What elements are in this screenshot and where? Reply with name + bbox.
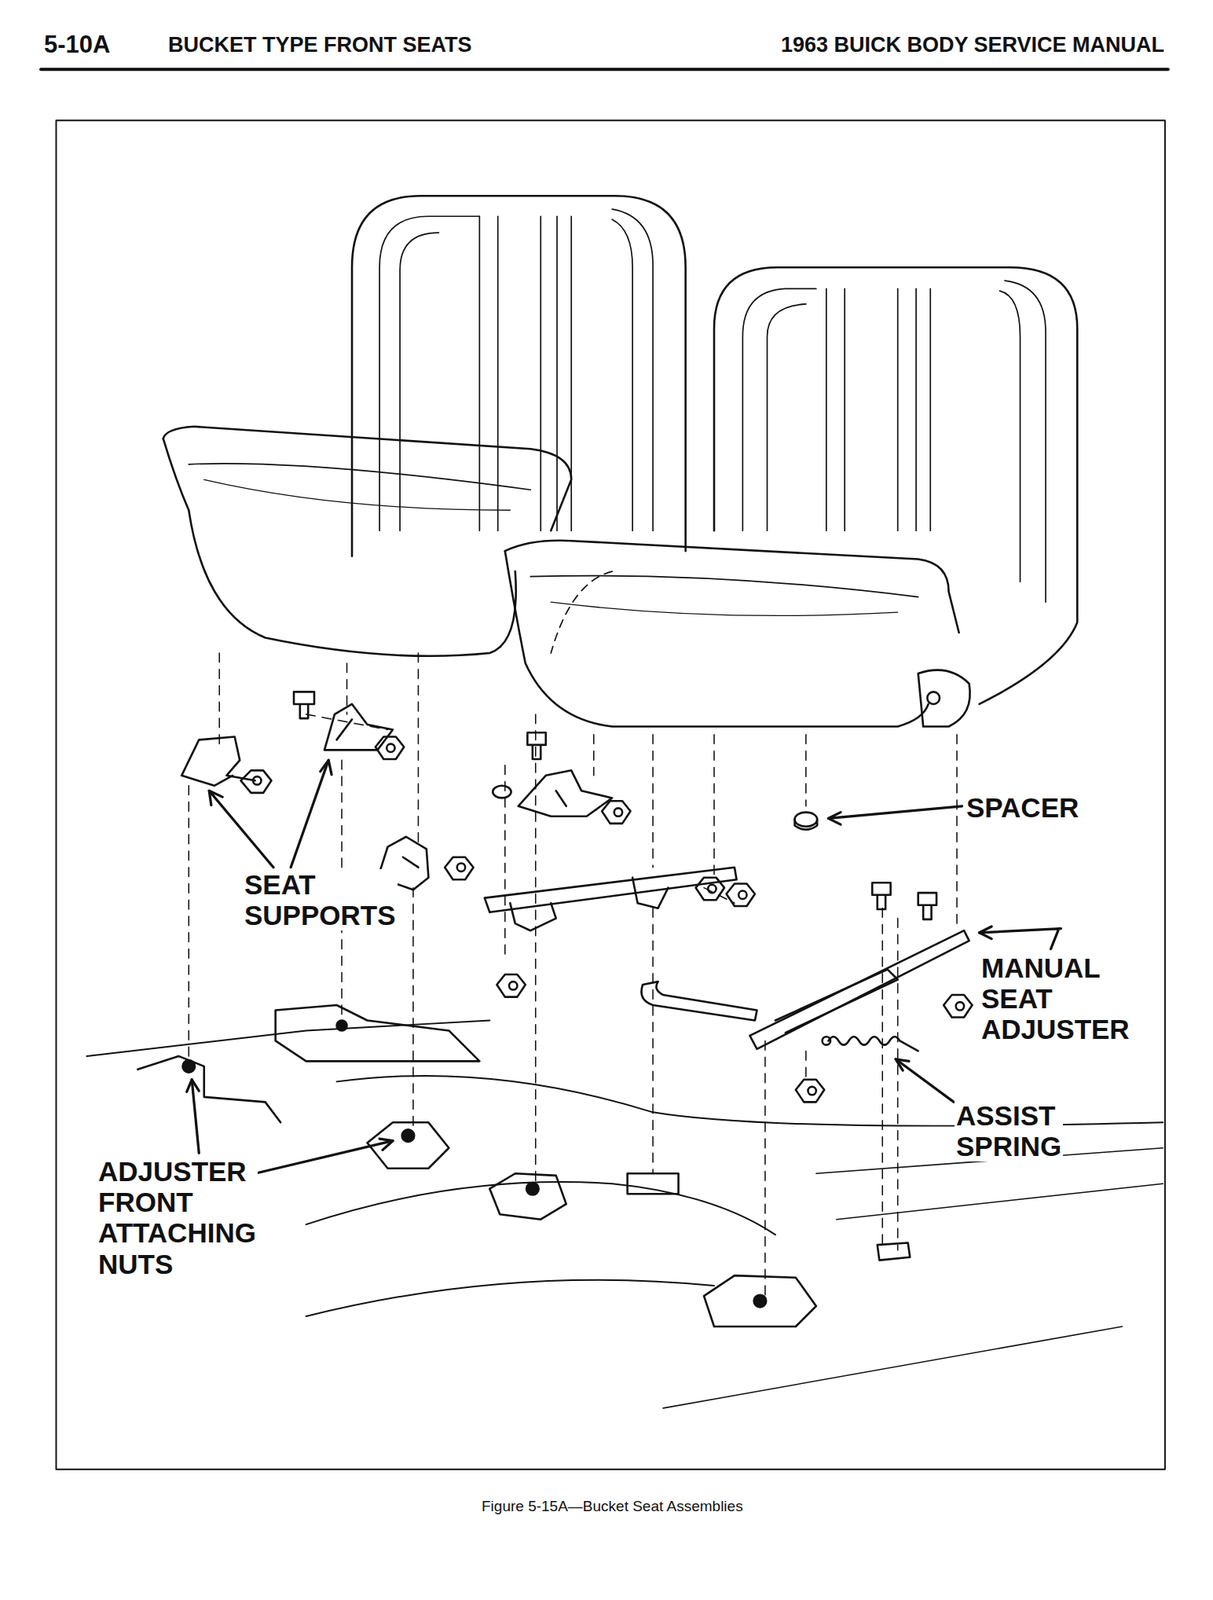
figure-caption: Figure 5-15A—Bucket Seat Assemblies: [481, 1497, 744, 1515]
manual-title: 1963 BUICK BODY SERVICE MANUAL: [780, 33, 1165, 58]
part-label: MANUAL SEAT ADJUSTER: [979, 952, 1132, 1045]
page-number: 5-10A: [43, 31, 110, 59]
part-label: SPACER: [964, 791, 1081, 823]
page-heading: BUCKET TYPE FRONT SEATS: [168, 33, 473, 58]
part-label: ASSIST SPRING: [954, 1099, 1063, 1162]
part-label: ADJUSTER FRONT ATTACHING NUTS: [96, 1155, 258, 1279]
part-label: SEAT SUPPORTS: [242, 868, 398, 931]
